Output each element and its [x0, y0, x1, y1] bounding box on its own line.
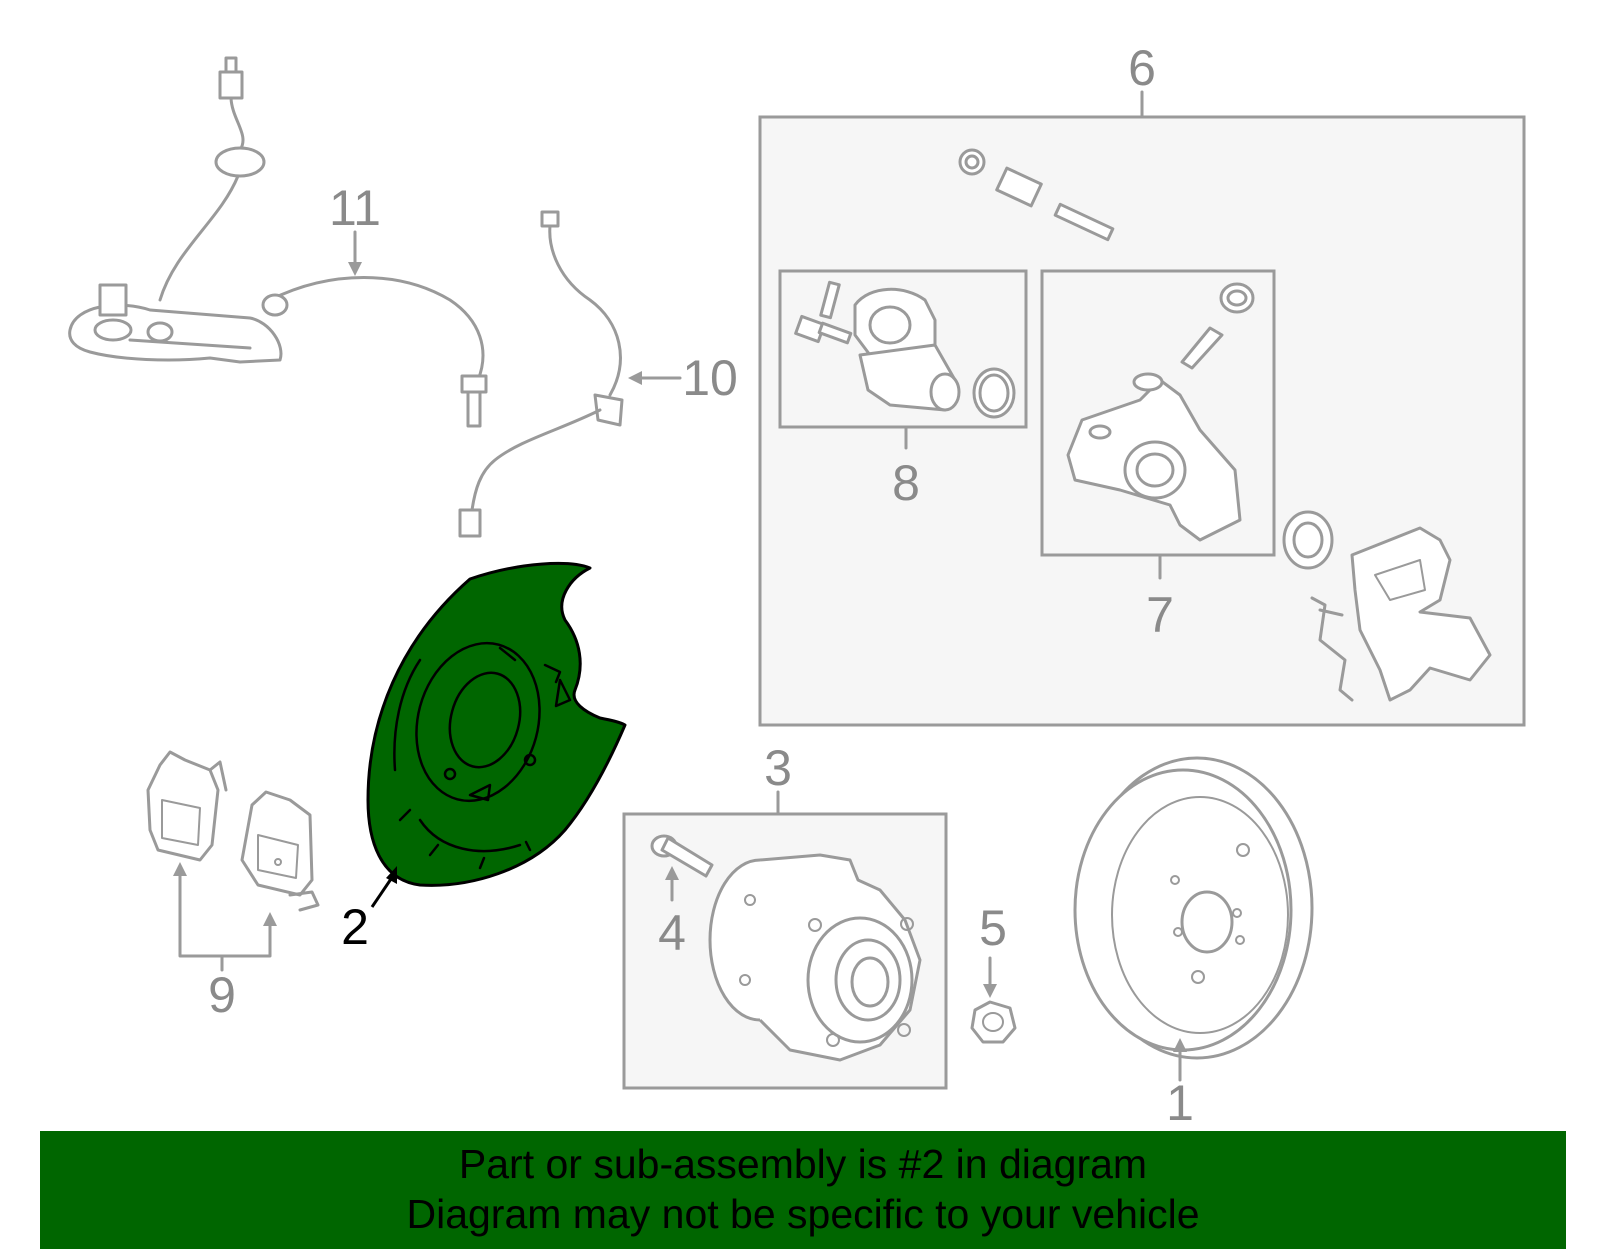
banner-line-1: Part or sub-assembly is #2 in diagram [458, 1141, 1148, 1187]
callout-6: 6 [1128, 40, 1156, 96]
part-4-hub-bolt[interactable] [650, 834, 714, 902]
part-1-brake-rotor[interactable] [1073, 756, 1314, 1082]
part-11-abs-sensor-harness[interactable] [68, 56, 488, 428]
info-banner: Part or sub-assembly is #2 in diagram Di… [40, 1131, 1566, 1249]
callout-10: 10 [682, 350, 738, 406]
callout-11: 11 [329, 180, 381, 236]
callout-3: 3 [764, 740, 792, 796]
part-2-backing-plate[interactable] [366, 562, 627, 908]
callout-5: 5 [979, 900, 1007, 956]
part-6-caliper-bracket[interactable] [1282, 510, 1492, 702]
part-6-pin-kit[interactable] [958, 148, 1115, 242]
part-10-brake-wire[interactable] [458, 210, 682, 538]
part-9-brake-pads[interactable] [146, 750, 320, 972]
callout-7: 7 [1146, 587, 1174, 643]
part-5-hub-nut[interactable] [970, 956, 1017, 1044]
callout-2: 2 [341, 899, 369, 955]
callout-1: 1 [1166, 1075, 1194, 1131]
part-8-parking-brake-motor[interactable] [794, 280, 1016, 419]
callout-4: 4 [658, 905, 686, 961]
banner-line-2: Diagram may not be specific to your vehi… [406, 1191, 1200, 1237]
part-7-caliper[interactable] [1066, 282, 1255, 542]
callout-9: 9 [208, 967, 236, 1023]
part-3-hub-bearing[interactable] [708, 853, 922, 1062]
callout-8: 8 [892, 455, 920, 511]
